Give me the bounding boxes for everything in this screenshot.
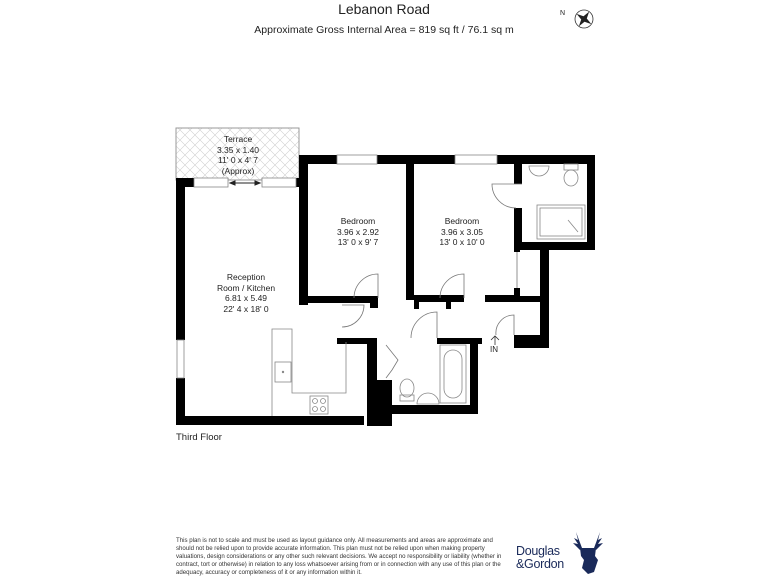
room-imperial: 13' 0 x 10' 0 [439,237,485,247]
room-name-line1: Reception [226,272,266,282]
room-name: Bedroom [444,216,480,226]
ensuite-fixtures [528,163,586,240]
door-swings [341,183,522,379]
kitchen-units [271,328,347,416]
north-label: N [560,10,566,17]
walls [176,155,595,426]
room-imperial: 11' 0 x 4' 7 [218,155,258,165]
room-name: Terrace [223,134,253,144]
compass: N [560,4,600,30]
gross-area-text: Approximate Gross Internal Area = 819 sq… [254,24,514,36]
compass-rose-icon [574,9,594,29]
stag-head-icon [573,532,603,574]
disclaimer-text: This plan is not to scale and must be us… [176,537,502,576]
brand-wordmark: Douglas &Gordon [516,545,564,571]
terrace-door-arrows [228,180,262,186]
floor-label: Third Floor [176,432,222,443]
room-metric: 3.96 x 2.92 [336,226,380,237]
room-metric: 6.81 x 5.49 [224,293,268,303]
plan-title: Lebanon Road [338,1,430,17]
room-label-bedroom-1: Bedroom 3.96 x 2.92 13' 0 x 9' 7 [312,216,404,248]
room-metric: 3.35 x 1.40 [216,144,260,155]
room-imperial: 13' 0 x 9' 7 [337,237,379,247]
windows [176,154,498,379]
room-imperial: 22' 4 x 18' 0 [223,303,269,314]
room-name-line2: Room / Kitchen [216,282,276,293]
entry-arrow-icon [490,335,500,345]
room-label-terrace: Terrace 3.35 x 1.40 11' 0 x 4' 7 (Approx… [196,134,280,176]
brand-line-1: Douglas [516,544,560,558]
brand-logo: Douglas &Gordon [516,530,606,576]
room-label-bedroom-2: Bedroom 3.96 x 3.05 13' 0 x 10' 0 [416,216,508,248]
bathroom-fixtures [399,344,467,405]
entry-label: IN [490,345,498,354]
room-name: Bedroom [340,216,376,226]
brand-line-2: &Gordon [516,557,564,571]
room-label-reception-kitchen: Reception Room / Kitchen 6.81 x 5.49 22'… [196,272,296,314]
terrace-area [175,127,300,181]
room-metric: 3.96 x 3.05 [440,226,484,237]
room-note: (Approx) [221,165,255,176]
